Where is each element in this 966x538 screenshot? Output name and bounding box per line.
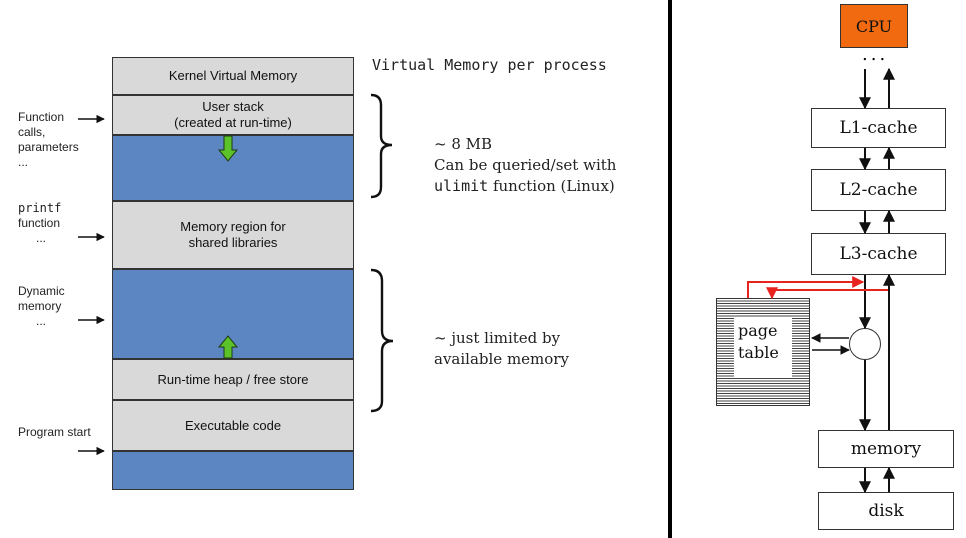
panel-divider xyxy=(668,0,672,538)
shared-libraries-label: Memory region for xyxy=(180,219,286,234)
heap-label: Run-time heap / free store xyxy=(157,371,309,387)
l3-cache-box: L3-cache xyxy=(811,233,946,275)
user-stack-segment: User stack (created at run-time) xyxy=(112,95,354,135)
heap-note: ~ just limited by available memory xyxy=(434,328,569,370)
printf-label: printf function ... xyxy=(18,201,62,245)
heap-note-line2: available memory xyxy=(434,350,569,368)
vm-title: Virtual Memory per process xyxy=(372,56,607,74)
heap-brace xyxy=(370,268,394,413)
pagetable-cache-path-2 xyxy=(766,287,888,300)
l1-cache-box: L1-cache xyxy=(811,108,946,148)
l2-cache-label: L2-cache xyxy=(839,180,918,200)
disk-box: disk xyxy=(818,492,954,530)
memory-box: memory xyxy=(818,430,954,468)
user-stack-sublabel: (created at run-time) xyxy=(174,115,292,130)
dynamic-memory-label: Dynamic memory ... xyxy=(18,284,65,328)
cpu-label: CPU xyxy=(855,16,893,36)
shared-libraries-sublabel: shared libraries xyxy=(188,235,278,250)
page-table-label: page table xyxy=(734,318,792,378)
stack-size-note: ~ 8 MB Can be queried/set with ulimit fu… xyxy=(434,134,616,197)
bottom-region xyxy=(112,451,354,490)
stack-query-text: Can be queried/set with xyxy=(434,156,617,174)
l2-cache-box: L2-cache xyxy=(811,169,946,211)
stack-growth-arrow xyxy=(217,135,239,162)
function-calls-label: Function calls, parameters ... xyxy=(18,110,79,169)
stack-brace xyxy=(370,93,393,199)
kernel-memory-label: Kernel Virtual Memory xyxy=(168,68,298,83)
memory-label: memory xyxy=(850,439,922,459)
user-stack-label: User stack xyxy=(202,99,264,114)
bus-dots: ... xyxy=(862,44,889,65)
executable-code-segment: Executable code xyxy=(112,400,354,451)
executable-code-label: Executable code xyxy=(184,417,282,433)
pagetable-cache-path-1 xyxy=(747,276,865,298)
heap-growth-arrow xyxy=(217,335,239,359)
stack-size-text: ~ 8 MB xyxy=(434,135,493,153)
heap-note-line1: ~ just limited by xyxy=(434,329,561,347)
program-start-label: Program start xyxy=(18,425,91,439)
l1-cache-label: L1-cache xyxy=(839,118,918,138)
cpu-box: CPU xyxy=(840,4,908,48)
kernel-memory-segment: Kernel Virtual Memory xyxy=(112,57,354,95)
heap-segment: Run-time heap / free store xyxy=(112,359,354,400)
page-table-box: page table xyxy=(716,298,810,406)
address-translation-circle xyxy=(849,328,881,360)
stack-free-region xyxy=(112,135,354,201)
l3-cache-label: L3-cache xyxy=(839,244,918,264)
shared-libraries-segment: Memory region for shared libraries xyxy=(112,201,354,269)
ulimit-text: ulimit function (Linux) xyxy=(434,177,615,195)
disk-label: disk xyxy=(868,501,904,521)
